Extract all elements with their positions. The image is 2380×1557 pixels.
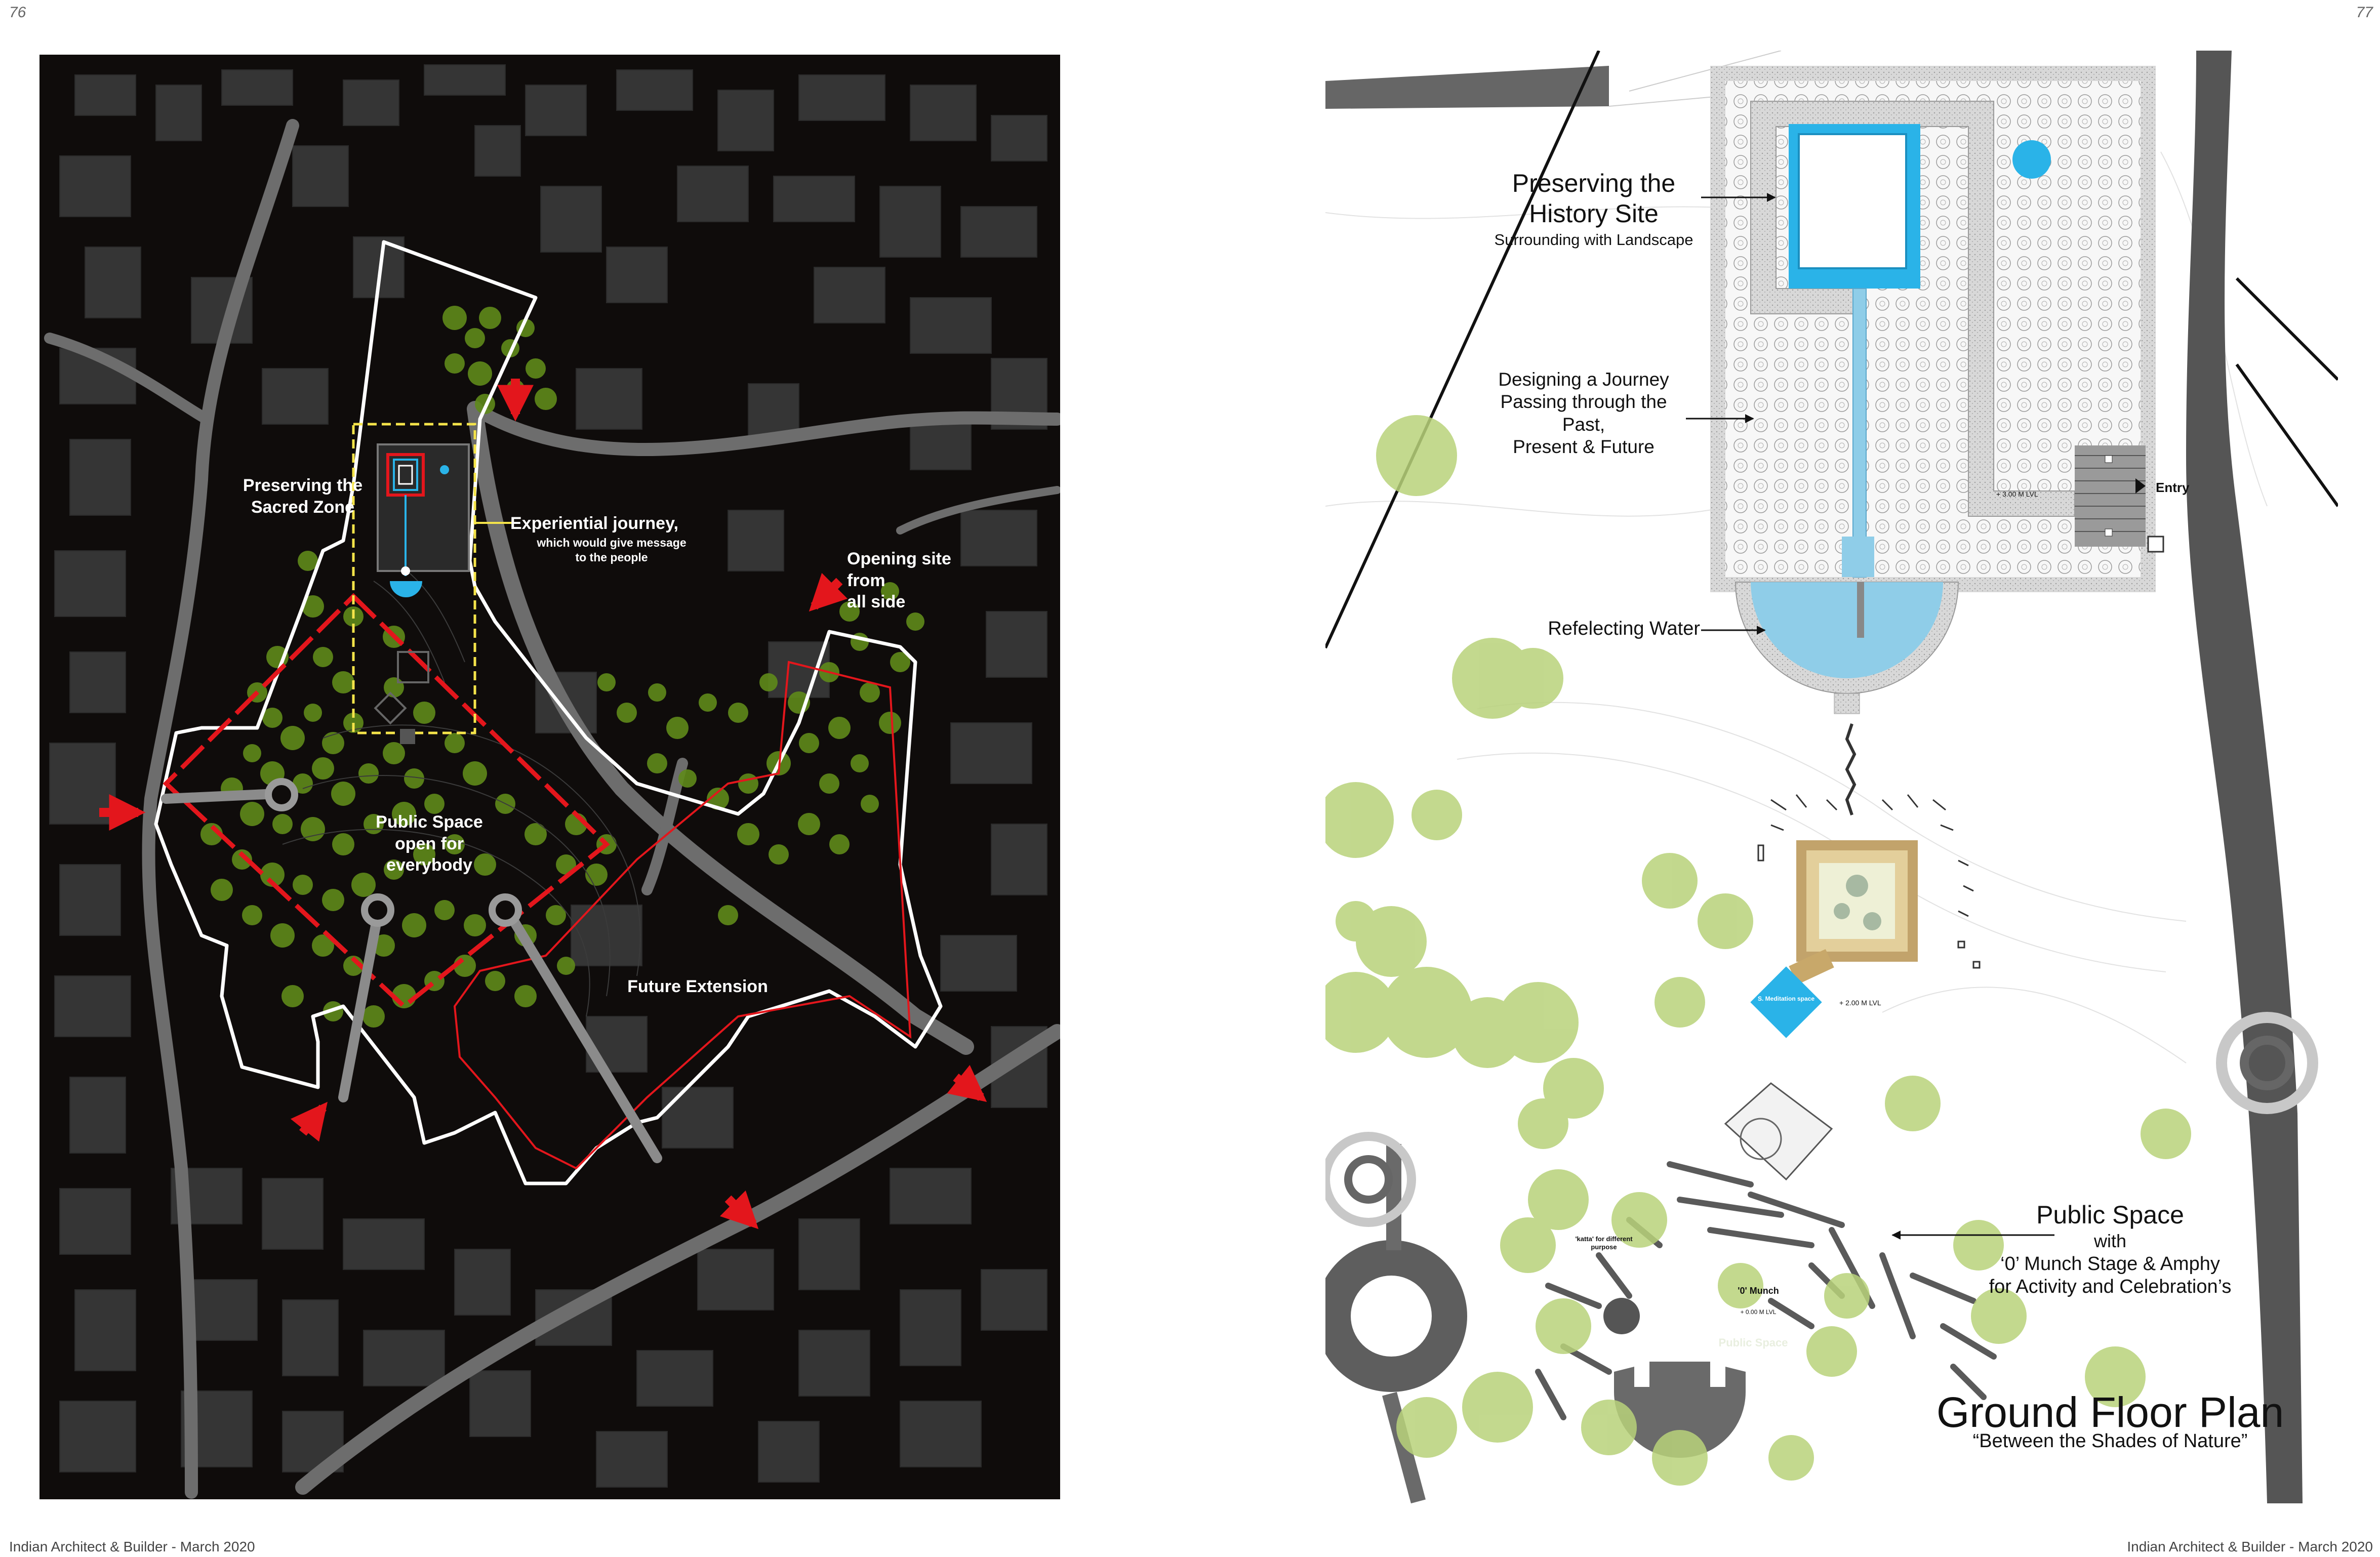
label-level-lower: + 2.00 M LVL — [1839, 999, 1881, 1007]
ground-floor-drawing — [1325, 51, 2338, 1503]
label-level-upper: + 3.00 M LVL — [1996, 490, 2038, 498]
boundary-lines — [1325, 51, 2338, 649]
label-munch-level: + 0.00 M LVL — [1740, 1308, 1777, 1316]
label-future-extension: Future Extension — [627, 977, 768, 996]
plan-subtitle: “Between the Shades of Nature” — [1972, 1430, 2248, 1452]
zigzag-path — [1845, 723, 1857, 815]
history-site-enclosure — [1710, 66, 2164, 714]
footer-left: Indian Architect & Builder - March 2020 — [9, 1539, 255, 1554]
label-experiential-journey: Experiential journey, — [510, 514, 678, 533]
label-munch-stage: ‘0’ Munch Stage & Amphy — [2000, 1253, 2220, 1275]
contours — [282, 560, 641, 1017]
temple-complex — [374, 443, 470, 744]
meditation-furniture — [1757, 794, 1981, 969]
site-map-drawing — [44, 64, 1060, 1499]
label-public-space-title: Public Space — [2036, 1201, 2184, 1229]
label-experiential-subtext: which would give message to the people — [537, 536, 687, 564]
label-public-space-open: Public Space open for everybody — [376, 812, 483, 875]
label-surrounding-landscape: Surrounding with Landscape — [1494, 231, 1693, 249]
context-buildings — [49, 64, 1047, 1488]
path-nodes — [265, 778, 522, 927]
label-preserving-history-site: Preserving the History Site — [1512, 169, 1676, 228]
page-number-right: 77 — [2356, 4, 2373, 21]
label-designing-journey: Designing a Journey Passing through the … — [1498, 369, 1669, 458]
public-space-boundary — [163, 593, 610, 1009]
plan-trees — [1325, 415, 2191, 1486]
label-katta: 'katta' for different purpose — [1575, 1235, 1633, 1251]
label-meditation-space: S. Meditation space — [1757, 995, 1815, 1002]
label-preserving-sacred-zone: Preserving the Sacred Zone — [243, 476, 363, 517]
road-top — [1325, 66, 1609, 109]
label-public-space-faint: Public Space — [1718, 1336, 1788, 1349]
entry-arrows — [99, 379, 987, 1230]
site-analysis-map: Preserving the Sacred Zone Experiential … — [39, 55, 1060, 1499]
site-boundary — [154, 240, 943, 1185]
ground-floor-plan: Preserving the History Site Surrounding … — [1325, 51, 2338, 1503]
entry-paths — [161, 789, 662, 1163]
label-reflecting-water: Refelecting Water — [1548, 618, 1700, 639]
meditation-square — [1750, 840, 1918, 1038]
stage-block — [1724, 1082, 1833, 1181]
label-opening-site: Opening site from all side — [847, 549, 951, 611]
future-extension-boundary — [453, 661, 912, 1170]
page-number-left: 76 — [9, 4, 26, 21]
label-activity: for Activity and Celebration’s — [1989, 1276, 2232, 1297]
amphi-structures — [1325, 1012, 2318, 1503]
plan-title: Ground Floor Plan — [1936, 1388, 2284, 1436]
label-public-space-with: with — [2093, 1231, 2127, 1251]
footer-right: Indian Architect & Builder - March 2020 — [2127, 1539, 2373, 1554]
label-munch: '0' Munch — [1738, 1286, 1779, 1296]
road-right — [2186, 51, 2303, 1503]
label-entry: Entry — [2156, 480, 2190, 495]
